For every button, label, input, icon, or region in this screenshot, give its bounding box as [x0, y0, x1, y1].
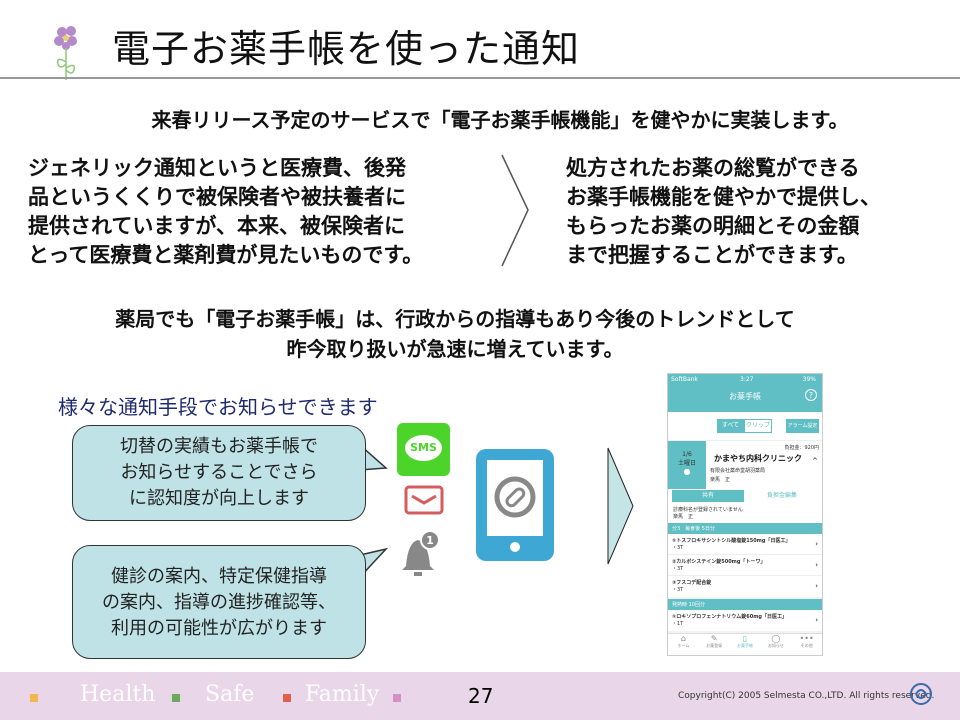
dosage-group: 分3 毎食後 5日分	[668, 523, 822, 534]
callout-2: 健診の案内、特定保健指導 の案内、指導の進捗確認等、 利用の可能性が広がります	[72, 545, 366, 659]
footer: Health Safe Family 27 Copyright(C) 2005 …	[0, 672, 960, 720]
drug-item[interactable]: ①トスフロキサシントシル酸塩錠150mg「日医工」・3T ›	[668, 534, 822, 555]
bullet	[393, 694, 401, 702]
left-paragraph: ジェネリック通知というと医療費、後発 品というくくりで被保険者や被扶養者に 提供…	[28, 154, 488, 270]
company-logo-icon	[910, 683, 932, 705]
status-carrier: SoftBank	[671, 376, 698, 383]
text-line: とって医療費と薬剤費が見たいものです。	[28, 243, 424, 267]
text-line: 昨今取り扱いが急速に増えています。	[286, 337, 624, 361]
date: 1/6	[682, 451, 692, 458]
app-title: お薬手帳	[729, 392, 761, 401]
drug-qty: ・1T	[672, 621, 684, 627]
text-line: の案内、指導の進捗確認等、	[102, 592, 336, 613]
tab-bar: ⌂ホーム ✎お薬登録 ▯お薬手帳 ◯お知らせ •••その他	[668, 633, 822, 655]
chevron-right-icon: ›	[815, 540, 818, 548]
footer-word: Health	[80, 682, 156, 707]
drug-name: ①ロキソプロフェンナトリウム錠60mg「日医工」	[672, 614, 787, 620]
text-line: 利用の可能性が広がります	[111, 618, 327, 639]
bell-notification-icon: 1	[402, 530, 440, 576]
chevron-right-icon	[501, 154, 529, 267]
drug-list: ①トスフロキサシントシル酸塩錠150mg「日医工」・3T › ②カルボシステイン錠…	[668, 534, 822, 597]
drug-qty: ・3T	[672, 545, 684, 551]
page-title: 電子お薬手帳を使った通知	[112, 27, 581, 71]
drug-qty: ・3T	[672, 566, 684, 572]
arrow-right-icon	[607, 447, 634, 565]
text-line: に認知度が向上します	[129, 488, 309, 509]
status-battery: 39%	[802, 376, 816, 383]
chevron-right-icon: ›	[815, 561, 818, 569]
middle-text: 薬局でも「電子お薬手帳」は、行政からの指導もあり今後のトレンドとして 昨今取り扱…	[0, 304, 910, 364]
edit-cost-button[interactable]: 負担金編集	[766, 492, 797, 499]
title-divider	[0, 77, 960, 79]
dosage-group: 発熱時 10回分	[668, 599, 822, 610]
text-line: 提供されていますが、本来、被保険者に	[28, 214, 405, 238]
alarm-settings-button[interactable]: アラーム設定	[786, 419, 819, 433]
app-header: SoftBank 3:27 39% お薬手帳 ?	[668, 374, 822, 412]
text-line: もらったお薬の明細とその金額	[566, 214, 860, 238]
tab-notice[interactable]: ◯お知らせ	[767, 634, 784, 648]
tab-register[interactable]: ✎お薬登録	[706, 634, 723, 648]
status-time: 3:27	[740, 376, 754, 383]
mail-icon	[404, 485, 444, 515]
drug-qty: ・3T	[672, 587, 684, 593]
app-screenshot: SoftBank 3:27 39% お薬手帳 ? すべて クリップ アラーム設定…	[667, 373, 823, 656]
subtitle: 来春リリース予定のサービスで「電子お薬手帳機能」を健やかに実装します。	[151, 108, 849, 132]
text-line: お薬手帳機能を健やかで提供し、	[566, 185, 881, 209]
flower-logo-icon	[54, 26, 77, 80]
segment-clip[interactable]: クリップ	[744, 419, 772, 433]
text-line: 薬局でも「電子お薬手帳」は、行政からの指導もあり今後のトレンドとして	[115, 307, 795, 331]
tab-home[interactable]: ⌂ホーム	[677, 634, 690, 648]
callout-1: 切替の実績もお薬手帳で お知らせすることでさら に認知度が向上します	[72, 425, 366, 521]
drug-name: ③フスコデ配合錠	[672, 580, 712, 586]
patient-name: 楽馬 正	[710, 477, 731, 483]
footer-word: Family	[305, 682, 380, 707]
segment-all[interactable]: すべて	[717, 419, 744, 433]
bullet	[283, 694, 291, 702]
bullet	[172, 694, 180, 702]
weekday: 土曜日	[677, 460, 696, 467]
chevron-right-icon: ›	[815, 616, 818, 624]
text-line: ジェネリック通知というと医療費、後発	[28, 156, 406, 180]
right-paragraph: 処方されたお薬の総覧ができる お薬手帳機能を健やかで提供し、 もらったお薬の明細…	[566, 154, 926, 270]
drug-name: ②カルボシステイン錠500mg「トーワ」	[672, 559, 766, 565]
copyright: Copyright(C) 2005 Selmesta CO.,LTD. All …	[678, 691, 935, 701]
drug-name: ①トスフロキサシントシル酸塩錠150mg「日医工」	[672, 538, 791, 544]
clinic-name: かまやち内科クリニック	[714, 454, 802, 463]
pharmacy-name: 有限会社薬命堂胡羽薬局	[710, 468, 766, 474]
callout-tail	[360, 547, 389, 578]
text-line: お知らせすることでさら	[120, 462, 318, 483]
smartphone-medicine-icon	[476, 449, 554, 561]
callout-tail	[360, 444, 388, 471]
drug-item[interactable]: ②カルボシステイン錠500mg「トーワ」・3T ›	[668, 555, 822, 576]
note: 楽馬 正	[673, 514, 694, 520]
text-line: 品というくくりで被保険者や被扶養者に	[28, 185, 406, 209]
note: 診療科名が登録されていません	[673, 507, 743, 513]
chevron-right-icon: ›	[815, 582, 818, 590]
sms-icon: SMS	[397, 423, 450, 476]
tab-notebook[interactable]: ▯お薬手帳	[736, 634, 753, 648]
text-line: 健診の案内、特定保健指導	[111, 566, 327, 587]
help-button[interactable]: ?	[805, 389, 817, 401]
text-line: まで把握することができます。	[566, 243, 858, 267]
share-button[interactable]: 共有	[672, 490, 744, 502]
notify-heading: 様々な通知手段でお知らせできます	[58, 395, 378, 419]
tab-other[interactable]: •••その他	[799, 634, 814, 648]
page-number: 27	[468, 684, 494, 708]
footer-word: Safe	[205, 682, 255, 707]
bullet	[30, 694, 38, 702]
text-line: 切替の実績もお薬手帳で	[120, 436, 318, 457]
collapse-icon[interactable]: ^	[812, 457, 818, 465]
cost: 負担金：920円	[784, 445, 819, 451]
drug-item[interactable]: ③フスコデ配合錠・3T ›	[668, 576, 822, 597]
drug-item[interactable]: ①ロキソプロフェンナトリウム錠60mg「日医工」・1T ›	[668, 610, 822, 631]
text-line: 処方されたお薬の総覧ができる	[566, 156, 860, 180]
pill-icon: ●	[683, 467, 691, 476]
bell-badge: 1	[426, 534, 434, 547]
sms-label: SMS	[405, 435, 442, 461]
